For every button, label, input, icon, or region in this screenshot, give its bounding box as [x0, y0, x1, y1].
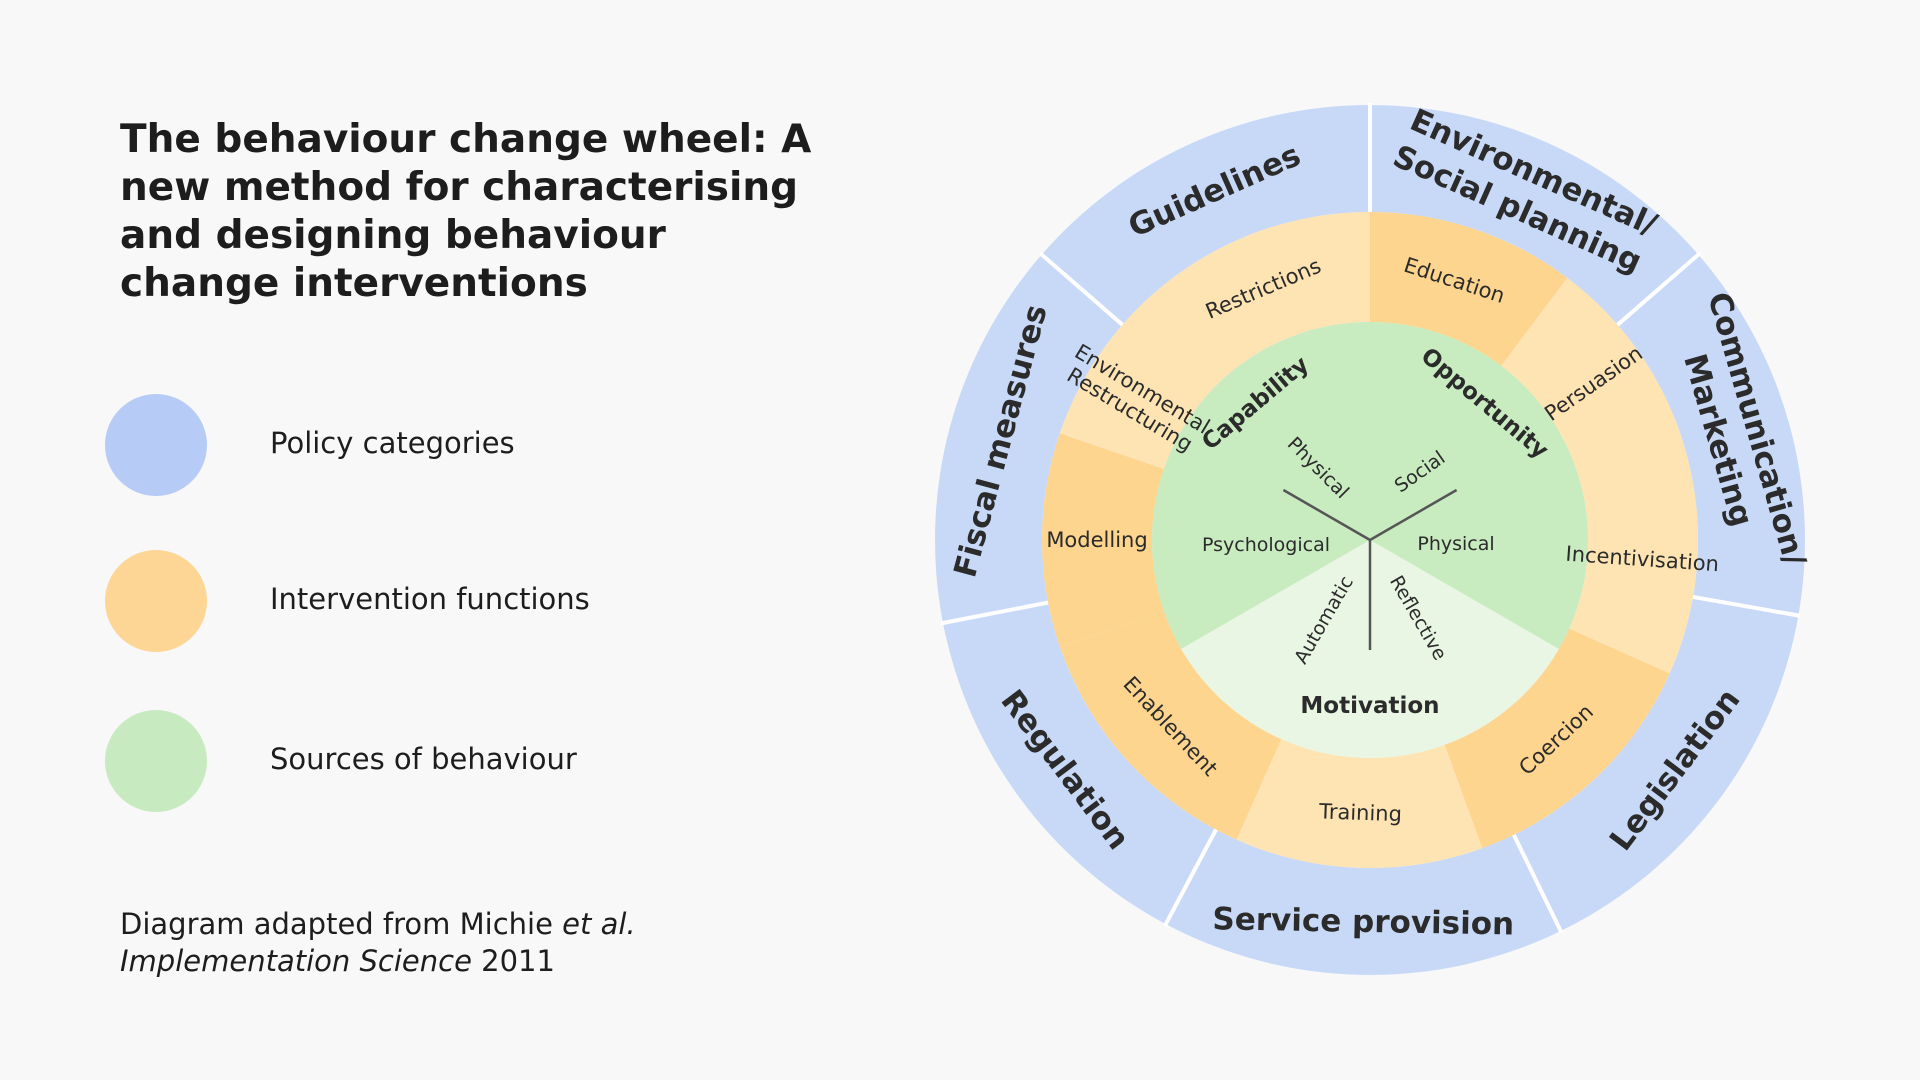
- source-spoke: [1369, 488, 1458, 542]
- credit-et-al: et al.: [562, 907, 636, 941]
- legend-label: Policy categories: [270, 426, 515, 460]
- policy-segment-communication-marketing: [1617, 254, 1806, 616]
- policy-segment-environmental-social-planning: [1370, 105, 1699, 325]
- policy-segment-legislation: [1513, 596, 1799, 931]
- function-segment-education: [1370, 212, 1568, 366]
- legend-swatch-orange: [105, 550, 207, 652]
- wheel-rings: [935, 103, 1806, 975]
- policy-divider: [1038, 251, 1124, 327]
- function-label-modelling-text: Modelling: [1046, 528, 1147, 552]
- policy-divider: [1511, 833, 1564, 934]
- legend-item-sources-of-behaviour: Sources of behaviour: [105, 710, 705, 812]
- legend-label: Sources of behaviour: [270, 742, 577, 776]
- legend-swatch-green: [105, 710, 207, 812]
- policy-segment-regulation: [942, 602, 1217, 925]
- credit-journal: Implementation Science: [120, 944, 472, 978]
- source-sub-capability-psychological: Psychological: [1202, 534, 1330, 556]
- source-segment-capability: [1152, 322, 1370, 649]
- legend-item-policy-categories: Policy categories: [105, 394, 705, 496]
- policy-label-service-provision-text: Service provision: [1212, 901, 1514, 942]
- policy-divider: [1163, 828, 1218, 927]
- function-segment-incentivisation: [1569, 449, 1698, 674]
- function-segment-coercion: [1444, 628, 1670, 849]
- page-title: The behaviour change wheel: A new method…: [120, 117, 812, 306]
- function-segment-restrictions: [1130, 212, 1370, 392]
- legend-swatch-blue: [105, 394, 207, 496]
- source-sub-opportunity-physical: Physical: [1417, 533, 1494, 555]
- function-segment-environmental-restructuring: [1059, 316, 1211, 470]
- policy-divider: [1616, 251, 1702, 327]
- legend-label: Intervention functions: [270, 582, 590, 616]
- function-segment-enablement: [1059, 610, 1282, 840]
- policy-segment-fiscal-measures: [935, 254, 1123, 624]
- policy-divider: [1692, 594, 1801, 618]
- function-label-training-text: Training: [1318, 799, 1403, 826]
- legend-item-intervention-functions: Intervention functions: [105, 550, 705, 652]
- policy-label-service-provision: Service provision: [1212, 901, 1514, 942]
- source-segment-opportunity: [1370, 322, 1588, 649]
- credit-year: 2011: [471, 944, 555, 978]
- policy-segment-guidelines: [1041, 105, 1370, 325]
- function-segment-training: [1236, 739, 1483, 868]
- source-spoke: [1282, 488, 1371, 542]
- function-label-modelling: Modelling: [1046, 528, 1147, 552]
- policy-segment-service-provision: [1165, 829, 1561, 975]
- policy-divider: [940, 600, 1049, 626]
- function-segment-persuasion: [1501, 278, 1686, 480]
- credit-text: Diagram adapted from Michie: [120, 907, 563, 941]
- source-credit: Diagram adapted from Michie et al. Imple…: [120, 906, 636, 980]
- function-segment-modelling: [1041, 433, 1164, 647]
- function-label-training: Training: [1318, 799, 1403, 826]
- source-label-motivation: Motivation: [1300, 693, 1439, 719]
